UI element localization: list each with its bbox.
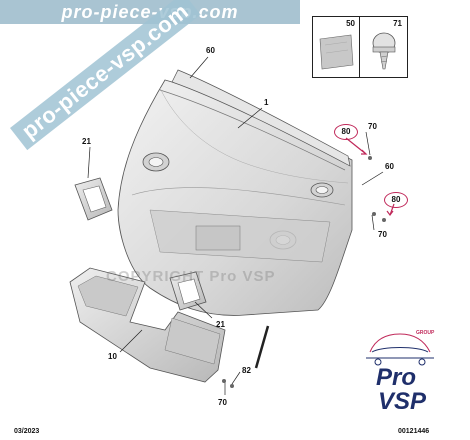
- callout-21-left: 21: [82, 137, 91, 146]
- copyright-watermark: COPYRIGHT Pro VSP: [106, 268, 276, 285]
- fastener-marks: [222, 156, 386, 388]
- logo-vsp: VSP: [378, 388, 427, 415]
- arrow-82: [254, 325, 270, 369]
- parts-cell-71: 71: [360, 17, 406, 77]
- clip-icon: [372, 32, 396, 70]
- parts-number: 71: [393, 19, 402, 28]
- spoiler-part: [171, 69, 351, 167]
- leader-lines: [87, 56, 384, 395]
- rear-panel-part: [117, 79, 353, 316]
- parts-table: 50 71: [312, 16, 408, 78]
- parts-number: 50: [346, 19, 355, 28]
- logo-tag: GROUP: [416, 330, 435, 336]
- footer-ref: 00121446: [398, 428, 430, 435]
- callout-82: 82: [242, 366, 251, 375]
- callout-80-upper: 80: [334, 124, 358, 140]
- callout-70-right: 70: [378, 230, 387, 239]
- ring-part-left: [74, 177, 113, 221]
- callout-70-upper: 70: [368, 122, 377, 131]
- callout-60-right: 60: [385, 162, 394, 171]
- callout-70-bottom: 70: [218, 398, 227, 407]
- logo-pro: Pro: [376, 364, 417, 391]
- callout-21-mid: 21: [216, 320, 225, 329]
- car-icon: [366, 333, 434, 366]
- pad-icon: [319, 34, 354, 70]
- callout-1: 1: [264, 98, 269, 107]
- parts-cell-50: 50: [313, 17, 360, 77]
- lower-panel-part: [69, 267, 226, 383]
- callout-10: 10: [108, 352, 117, 361]
- callout-80-lower: 80: [384, 192, 408, 208]
- callout-60-top: 60: [206, 46, 215, 55]
- ring-part-mid: [169, 271, 207, 311]
- footer-date: 03/2023: [14, 428, 40, 435]
